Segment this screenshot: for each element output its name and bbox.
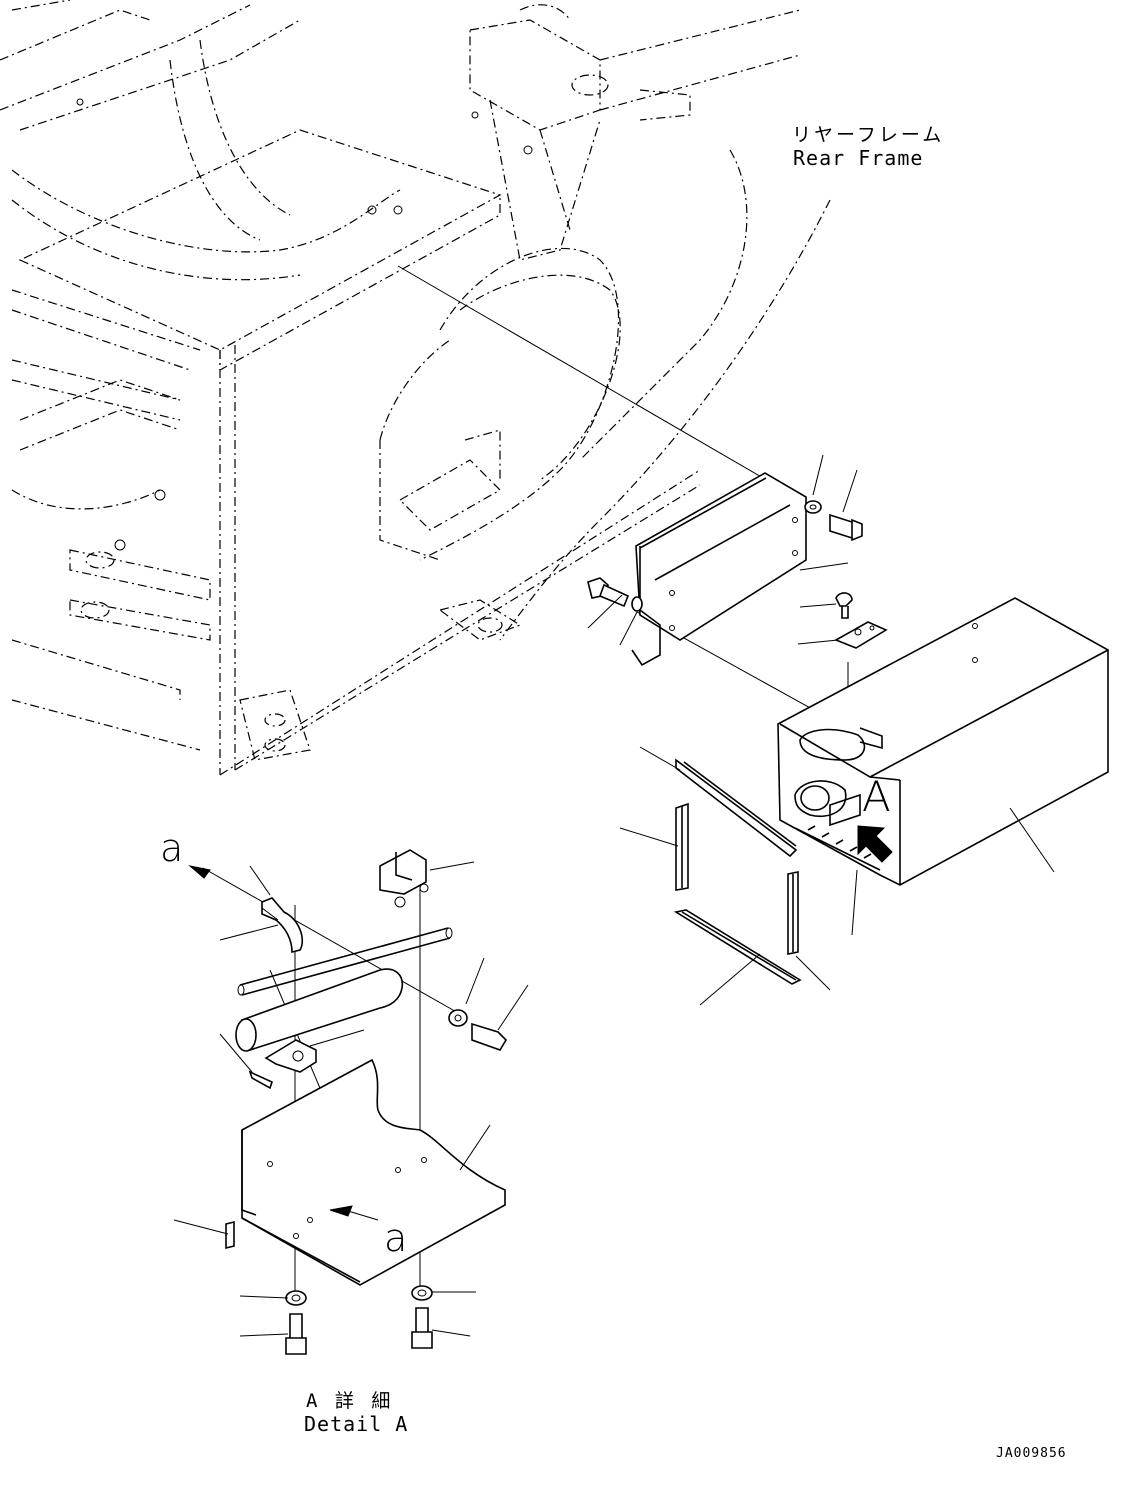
bracket-plate <box>631 472 807 667</box>
view-arrow-A <box>857 825 893 863</box>
view-letter-A: A <box>862 772 891 821</box>
rubber-strips <box>673 758 802 985</box>
rear-frame-label-jp: リヤーフレーム <box>792 124 945 146</box>
detail-a-drawing <box>188 849 508 1355</box>
leader-lines <box>173 454 1055 1337</box>
detail-a-label-jp: A 詳 細 <box>306 1390 394 1412</box>
battery-box <box>777 597 1109 886</box>
drawing-id: JA009856 <box>996 1446 1067 1461</box>
bolt-washer-right <box>804 500 863 542</box>
clip-screw <box>834 592 888 649</box>
bolt-washer-left <box>587 577 643 612</box>
detail-a-label-en: Detail A <box>304 1412 409 1436</box>
view-letter-a-top: a <box>160 826 184 870</box>
rear-frame-label-en: Rear Frame <box>793 146 924 170</box>
view-letter-a-bottom: a <box>384 1216 408 1260</box>
rear-frame-drawing <box>0 0 831 776</box>
